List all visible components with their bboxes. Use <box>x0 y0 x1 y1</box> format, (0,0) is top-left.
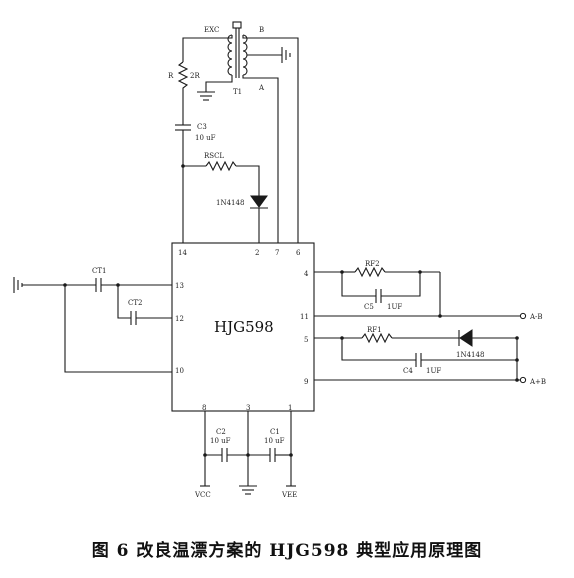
label-c4: C4 <box>403 367 413 375</box>
label-vcc: VCC <box>194 491 211 499</box>
label-r: R <box>168 72 174 80</box>
label-c3: C3 <box>197 123 207 131</box>
label-rf2: RF2 <box>365 260 380 268</box>
label-b: B <box>259 26 264 34</box>
pin-12: 12 <box>175 315 184 323</box>
label-ct2: CT2 <box>128 299 142 307</box>
label-vee: VEE <box>281 491 297 499</box>
terminal-a-minus-b <box>519 312 527 320</box>
label-rscl: RSCL <box>204 152 224 160</box>
ground-icon <box>197 91 215 101</box>
ground-icon <box>239 485 257 495</box>
resistor-rscl <box>205 160 237 172</box>
resistor-r <box>177 61 189 125</box>
figure-caption: 图 6 改良温漂方案的 HJG598 典型应用原理图 <box>91 541 483 561</box>
pin-5: 5 <box>304 336 308 344</box>
ground-icon <box>281 47 291 63</box>
capacitor-c3 <box>175 124 191 131</box>
label-ct1: CT1 <box>92 267 106 275</box>
pin-4: 4 <box>304 270 309 278</box>
label-c1: C1 <box>270 428 280 436</box>
resistor-rf1 <box>361 332 393 344</box>
pin-3: 3 <box>246 404 250 412</box>
capacitor-ct2 <box>130 311 137 325</box>
capacitor-c1 <box>269 448 276 462</box>
pin-14: 14 <box>178 249 187 257</box>
label-c1-value: 10 uF <box>264 437 285 445</box>
label-a: A <box>258 84 265 92</box>
pin-10: 10 <box>175 367 184 375</box>
transformer-t1 <box>227 21 248 78</box>
capacitor-ct1 <box>95 278 102 292</box>
pin-6: 6 <box>296 249 301 257</box>
label-c5-value: 1UF <box>387 303 402 311</box>
pin-9: 9 <box>304 378 308 386</box>
pin-1: 1 <box>288 404 292 412</box>
label-diode-bottom: 1N4148 <box>456 351 484 359</box>
capacitor-c4 <box>415 353 422 367</box>
label-c5: C5 <box>364 303 374 311</box>
diode-1n4148-top <box>250 195 268 209</box>
label-c4-value: 1UF <box>426 367 441 375</box>
label-c3-value: 10 uF <box>195 134 216 142</box>
resistor-rf2 <box>354 266 386 278</box>
label-r-value: 2R <box>190 72 200 80</box>
terminal-a-plus-b <box>519 376 527 384</box>
label-t1: T1 <box>233 88 242 96</box>
label-a-minus-b: A-B <box>529 313 543 321</box>
pin-2: 2 <box>255 249 259 257</box>
label-exc: EXC <box>204 26 219 34</box>
diode-1n4148-bottom <box>458 329 473 347</box>
pin-13: 13 <box>175 282 184 290</box>
label-rf1: RF1 <box>367 326 382 334</box>
ic-body <box>171 242 315 412</box>
ground-icon <box>13 277 23 293</box>
ic-name: HJG598 <box>214 318 274 336</box>
pin-7: 7 <box>275 249 279 257</box>
label-c2: C2 <box>216 428 226 436</box>
label-diode-top: 1N4148 <box>216 199 244 207</box>
label-c2-value: 10 uF <box>210 437 231 445</box>
capacitor-c2 <box>221 448 228 462</box>
capacitor-c5 <box>375 289 382 303</box>
pin-11: 11 <box>300 313 309 321</box>
label-a-plus-b: A+B <box>529 378 546 386</box>
pin-8: 8 <box>202 404 206 412</box>
